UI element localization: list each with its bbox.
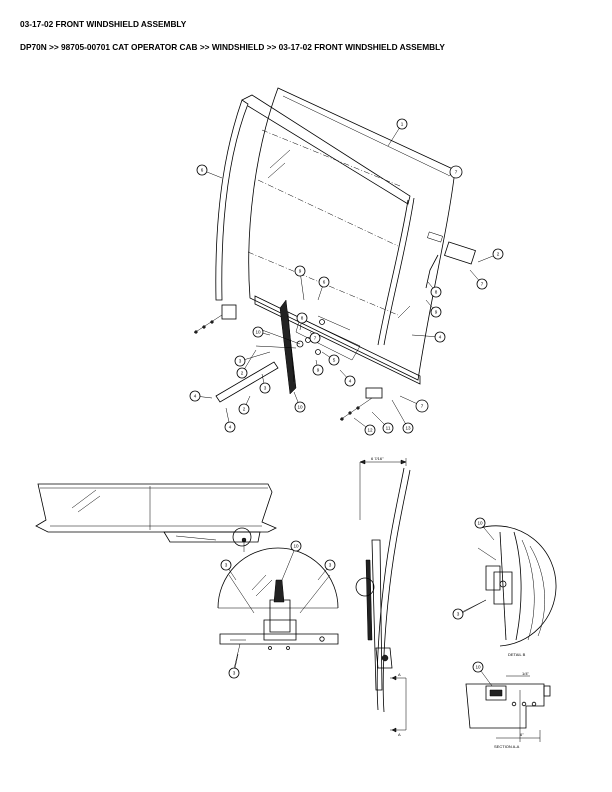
main-callout: 6 bbox=[317, 276, 330, 301]
main-callout: 6 bbox=[196, 164, 223, 179]
breadcrumb: DP70N >> 98705-00701 CAT OPERATOR CAB >>… bbox=[20, 42, 445, 52]
main-callout: 2 bbox=[238, 395, 251, 415]
section-a-view: 1/4" 6" SECTION A-A bbox=[465, 671, 551, 749]
main-callout: 10 bbox=[252, 326, 271, 338]
detail-callout-label: 10 bbox=[293, 544, 299, 549]
main-callout-label: 5 bbox=[333, 358, 336, 363]
main-callout-label: 2 bbox=[497, 252, 500, 257]
main-callout: 11 bbox=[371, 411, 394, 434]
main-callout: 9 bbox=[294, 265, 306, 301]
main-callout: 8 bbox=[296, 312, 308, 331]
dimension-label: 6 7/16" bbox=[371, 456, 384, 461]
wiper-arm bbox=[215, 299, 297, 403]
main-callout: 3 bbox=[234, 351, 271, 367]
seal-strip bbox=[215, 99, 249, 301]
main-callout-label: 2 bbox=[241, 371, 244, 376]
main-callout-label: 2 bbox=[243, 407, 246, 412]
windshield-front-view bbox=[35, 483, 277, 552]
main-callout: 8 bbox=[427, 281, 442, 298]
section-a-dim-top: 1/4" bbox=[522, 671, 530, 676]
callouts-detail: 10 3 10 3 10 3 3 bbox=[220, 517, 495, 687]
section-a-label: SECTION A-A bbox=[494, 744, 520, 749]
main-callout-label: 7 bbox=[481, 282, 484, 287]
wiper-motor bbox=[425, 231, 476, 289]
detail-callout-label: 3 bbox=[457, 612, 460, 617]
main-callout-label: 7 bbox=[314, 336, 317, 341]
main-callout-label: 7 bbox=[421, 404, 424, 409]
windshield-glass bbox=[248, 87, 456, 381]
detail-callout: 10 bbox=[281, 540, 302, 581]
detail-callout: 10 bbox=[472, 661, 493, 687]
main-callout-label: 6 bbox=[323, 280, 326, 285]
main-callout-label: 1 bbox=[401, 122, 404, 127]
detail-callout: 3 bbox=[452, 599, 487, 620]
main-callout-label: 9 bbox=[435, 310, 438, 315]
bolts-left bbox=[193, 314, 223, 334]
main-callout-label: 9 bbox=[317, 368, 320, 373]
windshield-main-view bbox=[193, 87, 476, 421]
detail-callout: 3 bbox=[317, 559, 336, 581]
main-callout: 3 bbox=[259, 373, 271, 394]
main-callout-label: 10 bbox=[297, 405, 303, 410]
detail-callout-label: 10 bbox=[477, 521, 483, 526]
main-callout: 4 bbox=[411, 331, 446, 343]
main-callout-label: 3 bbox=[264, 386, 267, 391]
main-callout: 12 bbox=[353, 417, 376, 436]
detail-callout: 3 bbox=[220, 559, 237, 581]
main-callout-label: 4 bbox=[194, 394, 197, 399]
main-callout: 10 bbox=[293, 391, 306, 413]
main-callout: 2 bbox=[236, 349, 257, 379]
detail-callout-label: 3 bbox=[233, 671, 236, 676]
main-callout: 9 bbox=[312, 359, 324, 376]
page-title: 03-17-02 FRONT WINDSHIELD ASSEMBLY bbox=[20, 19, 187, 29]
main-callout-label: 4 bbox=[229, 425, 232, 430]
detail-callout-label: 10 bbox=[475, 665, 481, 670]
windshield-side-profile: 6 7/16" A A bbox=[355, 456, 411, 737]
detail-callout: 3 bbox=[228, 653, 240, 679]
main-callout: 4 bbox=[339, 369, 356, 387]
main-callout: 7 bbox=[469, 269, 488, 290]
main-callout: 1 bbox=[387, 118, 408, 147]
detail-b-label: DETAIL B bbox=[508, 652, 526, 657]
main-callout-label: 8 bbox=[301, 316, 304, 321]
wiper-hub-detail bbox=[217, 547, 339, 670]
main-callout-label: 3 bbox=[239, 359, 242, 364]
section-marker-bottom: A bbox=[398, 732, 401, 737]
main-callout: 7 bbox=[399, 395, 429, 413]
main-callout-label: 9 bbox=[299, 269, 302, 274]
main-callout-label: 10 bbox=[255, 330, 261, 335]
main-callout-label: 12 bbox=[367, 428, 373, 433]
detail-b-view: DETAIL B bbox=[459, 525, 557, 657]
section-marker-top: A bbox=[398, 672, 401, 677]
bolts-bottom bbox=[339, 387, 383, 421]
main-callout-label: 4 bbox=[439, 335, 442, 340]
main-callout: 2 bbox=[477, 248, 504, 263]
main-callout-label: 8 bbox=[435, 290, 438, 295]
main-callout-label: 6 bbox=[201, 168, 204, 173]
main-callout: 4 bbox=[189, 390, 213, 402]
callouts-main: 1 6 7 2 7 8 9 4 9 6 7 3 2 5 4 4 3 2 4 10 11 12 13 7 9 8 10 bbox=[189, 118, 504, 436]
main-callout-label: 13 bbox=[405, 426, 411, 431]
detail-callout: 10 bbox=[474, 517, 495, 541]
main-callout: 13 bbox=[391, 399, 414, 434]
detail-callout-label: 3 bbox=[329, 563, 332, 568]
main-callout: 4 bbox=[224, 407, 236, 433]
main-callout: 5 bbox=[321, 351, 340, 366]
main-callout: 7 bbox=[447, 165, 463, 179]
section-a-dim-bottom: 6" bbox=[520, 732, 524, 737]
main-callout-label: 7 bbox=[455, 170, 458, 175]
main-callout-label: 4 bbox=[349, 379, 352, 384]
main-callout: 9 bbox=[425, 299, 442, 318]
detail-callout-label: 3 bbox=[225, 563, 228, 568]
main-callout-label: 11 bbox=[386, 426, 391, 431]
main-callout: 7 bbox=[309, 331, 321, 344]
